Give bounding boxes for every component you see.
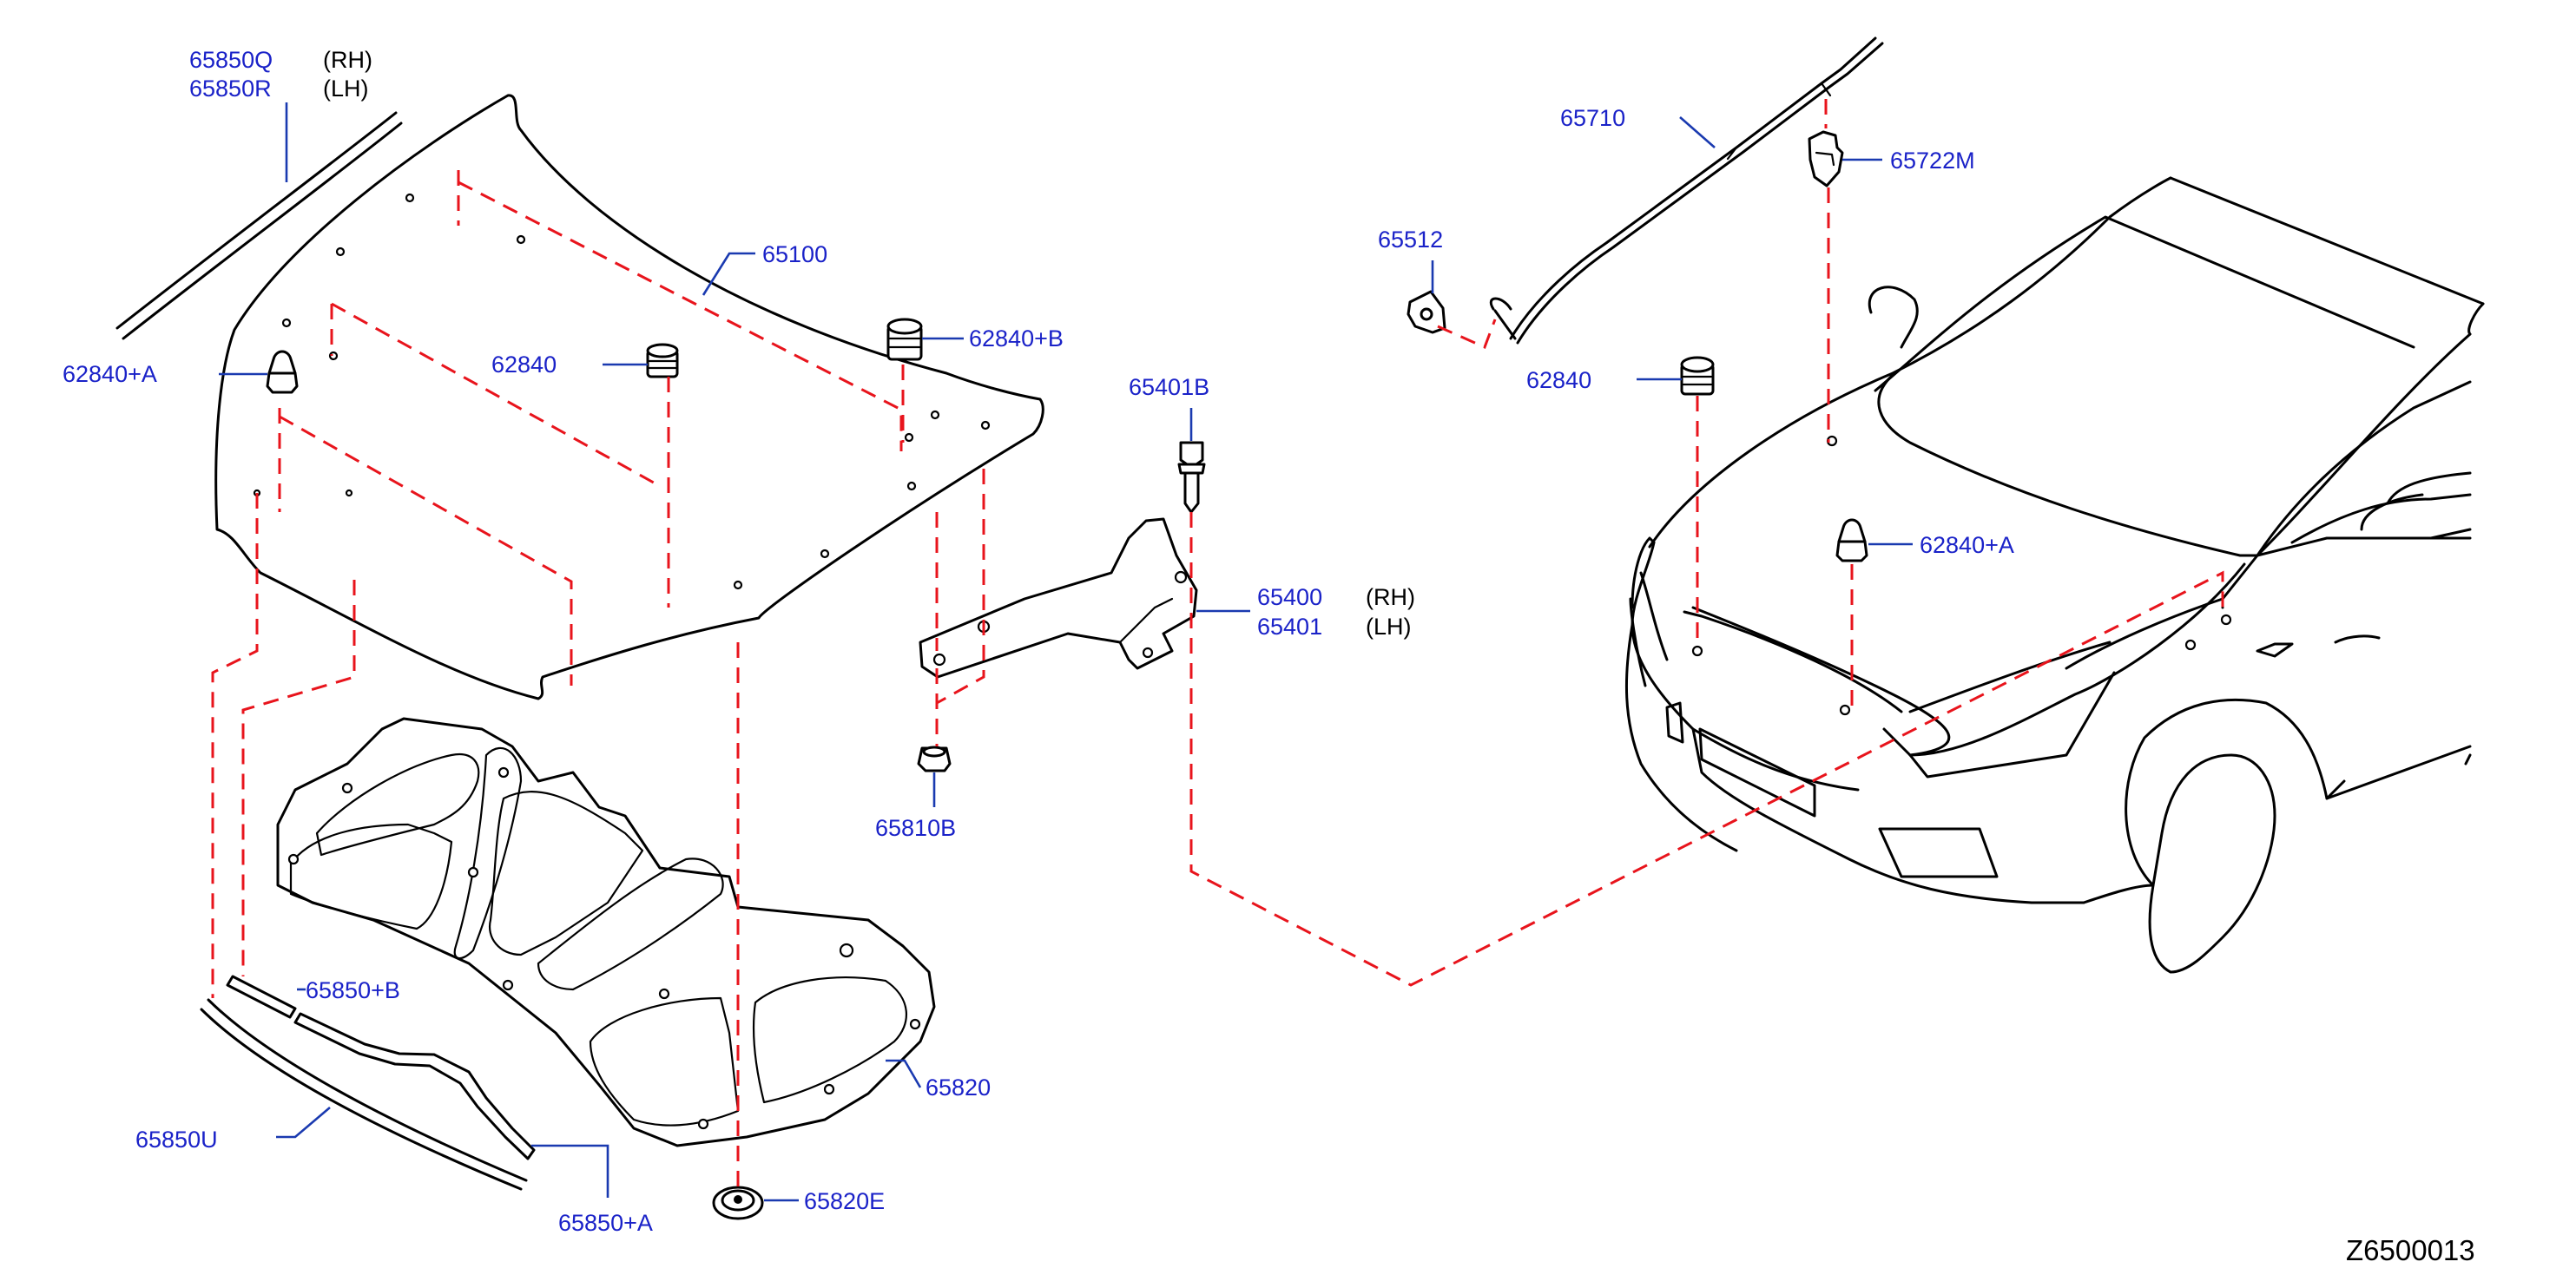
hood-hinge [919, 517, 1198, 679]
seal-65850A [293, 1012, 536, 1160]
label-lh-1: (LH) [323, 76, 369, 102]
label-62840-left: 62840 [491, 352, 557, 378]
label-62840A-right: 62840+A [1920, 532, 2014, 558]
nut-65810B [917, 746, 952, 772]
guide-lines [211, 99, 2224, 1189]
label-65850R: 65850R [189, 76, 272, 102]
label-65722M: 65722M [1890, 148, 1975, 174]
label-65400: 65400 [1257, 584, 1322, 610]
hood-lock-65512 [1407, 290, 1446, 334]
bumper-62840A-right [1835, 518, 1868, 562]
label-65850U: 65850U [135, 1127, 218, 1153]
seal-65850U [200, 998, 528, 1191]
bumper-62840-left [646, 343, 679, 378]
hood-insulator [276, 717, 936, 1147]
label-62840B: 62840+B [969, 325, 1064, 352]
label-65820: 65820 [926, 1074, 991, 1101]
diagram-code: Z6500013 [2346, 1234, 2475, 1266]
label-65401B: 65401B [1129, 374, 1209, 400]
bolt-65401B [1177, 441, 1206, 514]
label-65100: 65100 [762, 241, 827, 267]
seal-65850B [226, 975, 297, 1019]
grommet-65820E [712, 1186, 764, 1220]
label-65850Q: 65850Q [189, 47, 273, 73]
clip-65722M [1808, 130, 1844, 187]
bumper-62840-right [1680, 356, 1715, 396]
hood-panel [214, 94, 1044, 700]
hood-seal-strip [115, 111, 403, 340]
label-62840A-left: 62840+A [63, 361, 157, 387]
label-lh-2: (LH) [1366, 614, 1412, 640]
label-rh-2: (RH) [1366, 584, 1415, 610]
label-65850A: 65850+A [558, 1210, 653, 1236]
bumper-62840A-left [266, 350, 299, 394]
label-65810B: 65810B [875, 815, 956, 841]
label-65401: 65401 [1257, 614, 1322, 640]
release-cable [1490, 36, 1884, 345]
part-labels: 65850Q 65850R (RH) (LH) 65100 62840+A 62… [63, 47, 2475, 1266]
label-rh-1: (RH) [323, 47, 372, 73]
label-65512: 65512 [1378, 227, 1443, 253]
bumper-62840B [886, 318, 923, 361]
label-62840-right: 62840 [1526, 367, 1591, 393]
vehicle-outline [1624, 176, 2485, 974]
label-65820E: 65820E [804, 1188, 885, 1214]
label-65710: 65710 [1560, 105, 1625, 131]
label-65850B: 65850+B [306, 977, 400, 1003]
leader-lines [219, 102, 1913, 1202]
